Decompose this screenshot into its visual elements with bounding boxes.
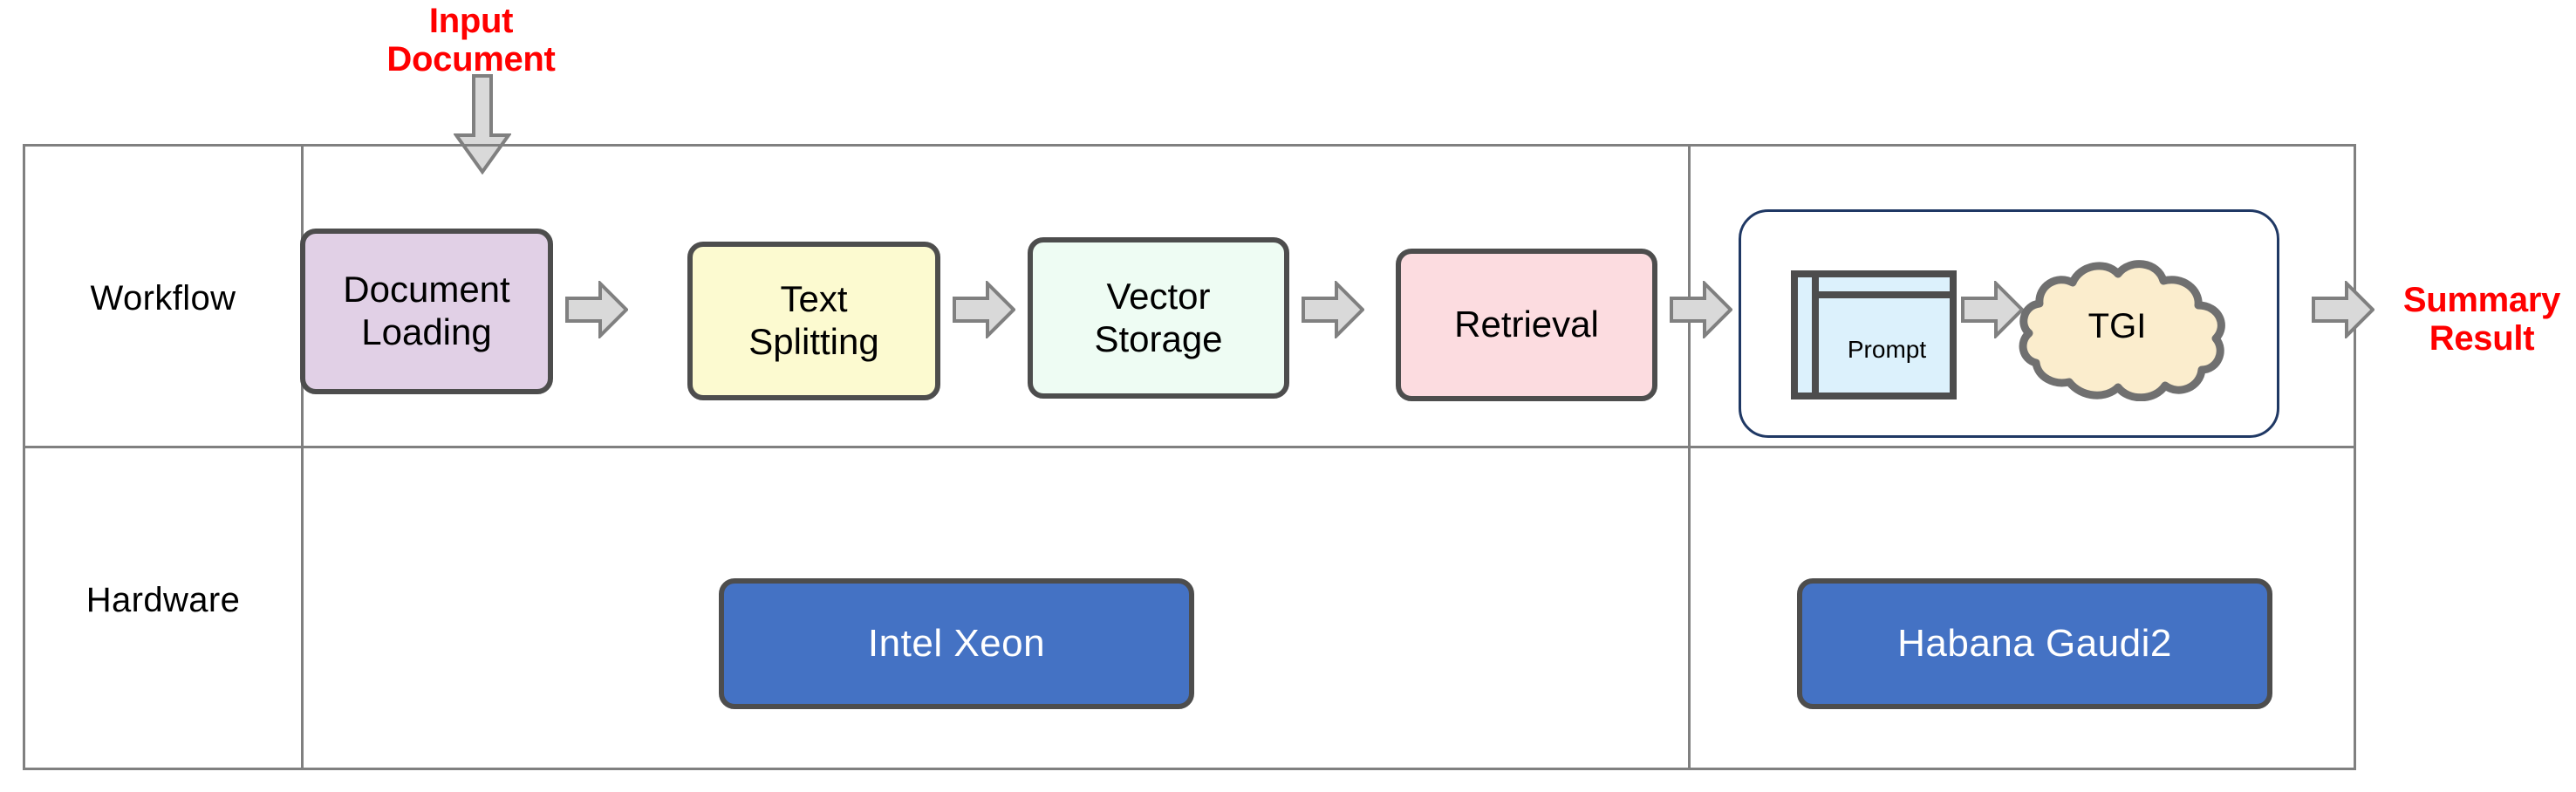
workflow-step-document-loading[interactable]: Document Loading — [300, 229, 553, 394]
workflow-step-retrieval[interactable]: Retrieval — [1396, 249, 1657, 401]
flow-arrow-right-icon-6 — [2312, 281, 2374, 338]
prompt-icon-titlebar — [1798, 277, 1950, 298]
row-label-workflow: Workflow — [90, 279, 236, 317]
row-label-hardware: Hardware — [85, 581, 241, 619]
tgi-label: TGI — [2087, 306, 2147, 345]
step-label-retrieval-line1: Retrieval — [1454, 304, 1599, 345]
hardware-habana-gaudi2[interactable]: Habana Gaudi2 — [1797, 578, 2272, 709]
flow-arrow-right-icon-2 — [953, 281, 1015, 338]
summary-result-caption-line2: Result — [2429, 319, 2535, 358]
step-label-vector-storage-line1: Vector — [1106, 275, 1211, 317]
step-label-text-splitting-line1: Text — [780, 278, 848, 320]
step-label-text-splitting-line2: Splitting — [748, 321, 879, 362]
diagram-table-frame: Workflow Hardware — [23, 144, 2356, 770]
input-document-caption-line1: Input — [428, 2, 514, 40]
column-divider-1 — [301, 147, 304, 768]
input-down-arrow-icon — [454, 74, 511, 174]
flow-arrow-right-icon-1 — [565, 281, 628, 338]
step-label-document-loading-line2: Loading — [361, 311, 492, 352]
summary-result-caption-line1: Summary — [2402, 281, 2561, 319]
flow-arrow-right-icon-4 — [1670, 281, 1732, 338]
hardware-label-intel-xeon: Intel Xeon — [867, 622, 1046, 665]
workflow-step-text-splitting[interactable]: Text Splitting — [687, 242, 940, 400]
hardware-label-habana-gaudi2: Habana Gaudi2 — [1897, 622, 2172, 665]
step-label-document-loading-line1: Document — [343, 269, 510, 311]
input-document-caption-line2: Document — [386, 40, 556, 79]
column-divider-2 — [1688, 147, 1691, 768]
summary-result-caption: Summary Result — [2390, 281, 2573, 358]
flow-arrow-right-icon-3 — [1302, 281, 1364, 338]
row-divider-1 — [25, 446, 2354, 448]
hardware-intel-xeon[interactable]: Intel Xeon — [719, 578, 1194, 709]
prompt-icon-sidebar — [1798, 277, 1819, 393]
prompt-window-icon[interactable]: Prompt — [1791, 270, 1957, 399]
prompt-label: Prompt — [1847, 336, 1927, 363]
flow-arrow-right-icon-5 — [1961, 281, 2024, 338]
tgi-cloud-icon[interactable]: TGI — [2015, 251, 2233, 401]
workflow-step-vector-storage[interactable]: Vector Storage — [1028, 237, 1289, 399]
input-document-caption: Input Document — [323, 2, 619, 79]
step-label-vector-storage-line2: Storage — [1094, 317, 1223, 359]
